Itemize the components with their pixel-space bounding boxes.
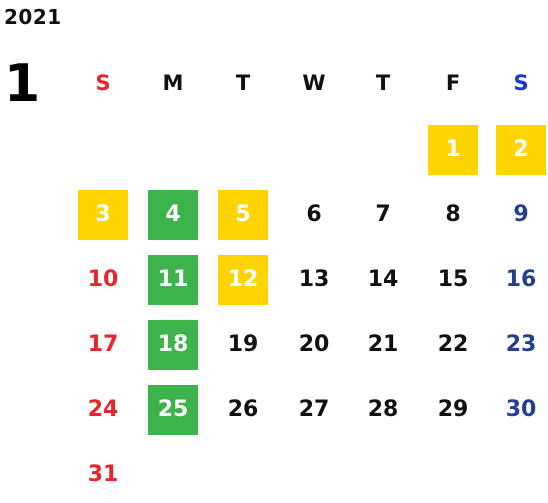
day-cell-9[interactable]: 9 <box>513 202 529 227</box>
year-label: 2021 <box>4 5 62 29</box>
weekday-header-monday: M <box>162 71 184 95</box>
day-cell-16[interactable]: 16 <box>505 267 537 292</box>
day-cell-1[interactable]: 1 <box>428 125 478 175</box>
day-cell-7[interactable]: 7 <box>375 202 391 227</box>
day-cell-3[interactable]: 3 <box>78 190 128 240</box>
day-cell-29[interactable]: 29 <box>437 397 469 422</box>
day-cell-15[interactable]: 15 <box>437 267 469 292</box>
day-cell-8[interactable]: 8 <box>445 202 461 227</box>
day-cell-30[interactable]: 30 <box>505 397 537 422</box>
day-cell-6[interactable]: 6 <box>306 202 322 227</box>
day-cell-20[interactable]: 20 <box>298 332 330 357</box>
day-cell-25[interactable]: 25 <box>148 385 198 435</box>
weekday-header-friday: F <box>445 71 461 95</box>
day-cell-26[interactable]: 26 <box>227 397 259 422</box>
day-cell-18[interactable]: 18 <box>148 320 198 370</box>
day-cell-24[interactable]: 24 <box>87 397 119 422</box>
day-cell-19[interactable]: 19 <box>227 332 259 357</box>
day-cell-17[interactable]: 17 <box>87 332 119 357</box>
day-cell-14[interactable]: 14 <box>367 267 399 292</box>
day-cell-4[interactable]: 4 <box>148 190 198 240</box>
day-cell-12[interactable]: 12 <box>218 255 268 305</box>
month-number: 1 <box>4 54 41 114</box>
day-cell-2[interactable]: 2 <box>496 125 546 175</box>
weekday-header-saturday: S <box>513 71 529 95</box>
day-cell-13[interactable]: 13 <box>298 267 330 292</box>
day-cell-11[interactable]: 11 <box>148 255 198 305</box>
day-cell-23[interactable]: 23 <box>505 332 537 357</box>
day-cell-22[interactable]: 22 <box>437 332 469 357</box>
day-cell-5[interactable]: 5 <box>218 190 268 240</box>
weekday-header-wednesday: W <box>302 71 326 95</box>
weekday-header-sunday: S <box>95 71 111 95</box>
day-cell-31[interactable]: 31 <box>87 462 119 487</box>
day-cell-27[interactable]: 27 <box>298 397 330 422</box>
day-cell-21[interactable]: 21 <box>367 332 399 357</box>
weekday-header-thursday: T <box>375 71 391 95</box>
day-cell-10[interactable]: 10 <box>87 267 119 292</box>
day-cell-28[interactable]: 28 <box>367 397 399 422</box>
weekday-header-tuesday: T <box>235 71 251 95</box>
